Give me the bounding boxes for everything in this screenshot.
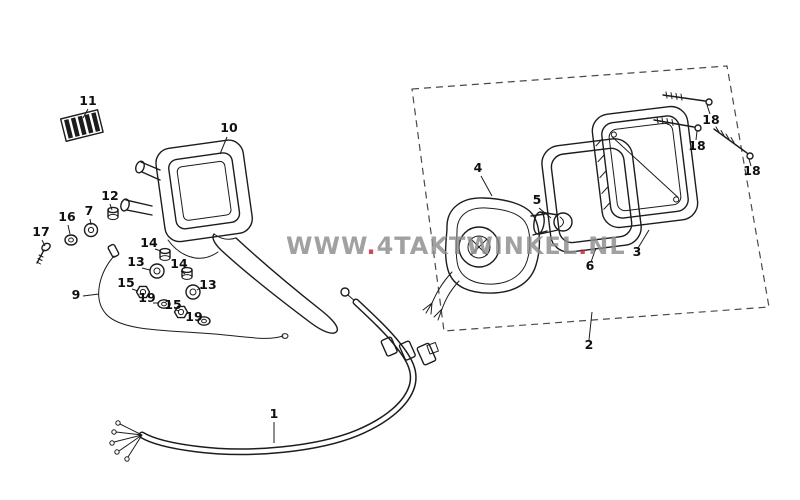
part-label-18a: 18 bbox=[702, 112, 719, 127]
nut-part-15b bbox=[173, 305, 189, 319]
gasket-part-6 bbox=[541, 138, 642, 253]
watermark-dot: . bbox=[578, 232, 588, 260]
wire-harness-part-1 bbox=[109, 287, 439, 462]
dashed-selection-box bbox=[411, 65, 770, 332]
grommet-part-13b bbox=[185, 284, 201, 300]
part-label-9: 9 bbox=[72, 287, 81, 302]
part-label-12: 12 bbox=[101, 188, 118, 203]
washer-part-16 bbox=[64, 234, 78, 246]
screw-part-18-top bbox=[662, 91, 713, 106]
part-label-14b: 14 bbox=[170, 256, 188, 271]
lens-part-3 bbox=[591, 105, 699, 229]
housing-part-4 bbox=[422, 197, 548, 321]
watermark-segment: NL bbox=[588, 232, 625, 260]
part-label-19a: 19 bbox=[138, 290, 155, 305]
screw-part-18-right bbox=[713, 126, 754, 160]
part-label-18c: 18 bbox=[743, 163, 760, 178]
part-label-10: 10 bbox=[220, 120, 238, 135]
cap-part-12 bbox=[107, 206, 119, 221]
collar-part-14b bbox=[181, 266, 193, 280]
part-label-14a: 14 bbox=[140, 235, 158, 250]
screw-part-18-middle bbox=[653, 116, 702, 132]
part-label-3: 3 bbox=[633, 244, 642, 259]
part-label-11: 11 bbox=[79, 93, 96, 108]
collar-part-14a bbox=[159, 247, 171, 261]
part-label-15a: 15 bbox=[117, 275, 134, 290]
part-label-19b: 19 bbox=[185, 309, 202, 324]
connector-block-part-11 bbox=[59, 109, 104, 142]
watermark-dot: . bbox=[366, 232, 376, 260]
part-label-13b: 13 bbox=[199, 277, 216, 292]
part-label-6: 6 bbox=[586, 258, 595, 273]
part-label-13a: 13 bbox=[127, 254, 144, 269]
watermark-segment: WWW bbox=[286, 232, 367, 260]
part-label-18b: 18 bbox=[688, 138, 705, 153]
part-label-4: 4 bbox=[474, 160, 483, 175]
harness-connectors bbox=[380, 336, 437, 366]
part-label-17: 17 bbox=[32, 224, 49, 239]
cable-part-9 bbox=[98, 243, 289, 339]
part-label-1: 1 bbox=[270, 406, 279, 421]
part-label-15b: 15 bbox=[164, 297, 181, 312]
watermark-segment: 4TAKTWINKEL bbox=[377, 232, 579, 260]
label-lead-lines bbox=[41, 104, 752, 443]
part-label-2: 2 bbox=[585, 337, 594, 352]
washer-part-19a bbox=[157, 299, 171, 309]
carrier-bracket-part-10 bbox=[120, 139, 339, 334]
watermark-text: WWW.4TAKTWINKEL.NL bbox=[286, 232, 626, 260]
part-label-5: 5 bbox=[533, 192, 542, 207]
nut-part-15a bbox=[135, 285, 151, 299]
part-labels: 11 10 12 7 16 17 14 13 14 15 13 19 15 19… bbox=[32, 93, 760, 421]
part-label-16: 16 bbox=[58, 209, 76, 224]
grommet-part-13a bbox=[149, 263, 165, 279]
nut-part-7 bbox=[83, 222, 99, 238]
part-label-7: 7 bbox=[85, 203, 94, 218]
